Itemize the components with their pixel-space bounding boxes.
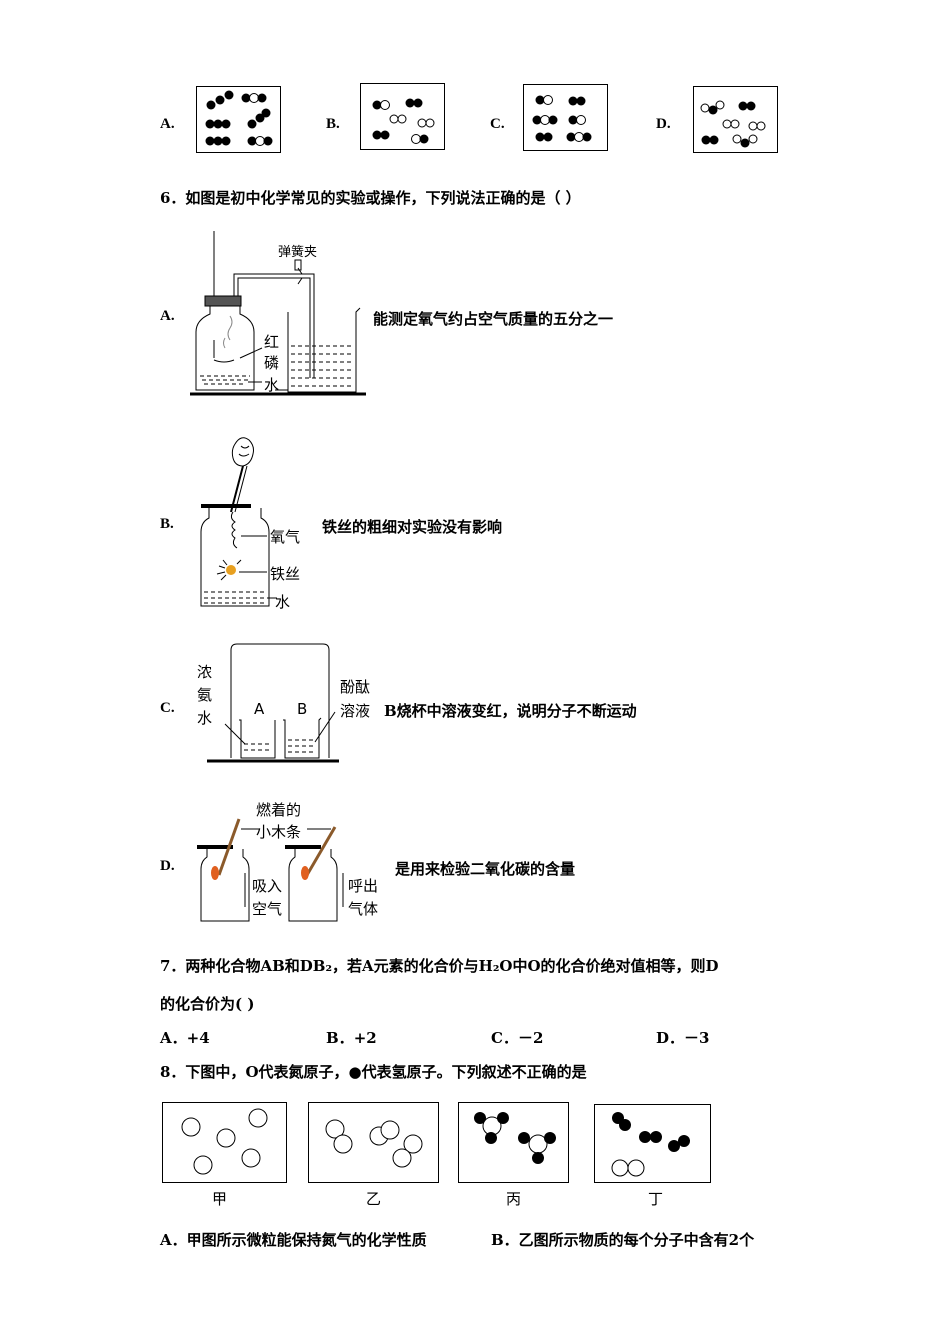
q6-c-beaker-b-label: B bbox=[297, 700, 308, 718]
q6-d-inhaled-label-1: 吸入 bbox=[252, 877, 283, 895]
q6-option-a-text: 能测定氧气约占空气质量的五分之一 bbox=[373, 310, 614, 328]
q6-d-stick-label-1: 燃着的 bbox=[256, 801, 302, 819]
q6-d-stick-label-2: 小木条 bbox=[256, 823, 302, 841]
q5-option-d-diagram bbox=[693, 86, 778, 153]
q8-panel-ding bbox=[594, 1104, 711, 1183]
q7-option-d: D．－3 bbox=[656, 1029, 710, 1047]
q5-option-b-diagram bbox=[360, 83, 445, 150]
q6-c-phenol-label-2: 溶液 bbox=[340, 702, 371, 720]
q8-stem: 8．下图中，O代表氮原子，●代表氢原子。下列叙述不正确的是 bbox=[160, 1063, 587, 1081]
q5-option-c-diagram bbox=[523, 84, 608, 151]
q8-panel-yi bbox=[308, 1102, 439, 1183]
q6-a-clamp-label: 弹簧夹 bbox=[278, 245, 318, 260]
q6-c-ammonia-label-3: 水 bbox=[197, 709, 213, 727]
q8-panel-yi-label: 乙 bbox=[366, 1190, 382, 1208]
q6-a-apparatus bbox=[190, 231, 366, 396]
q8-panel-bing-label: 丙 bbox=[506, 1190, 522, 1208]
q6-b-oxygen-label: 氧气 bbox=[270, 528, 301, 546]
q6-b-apparatus bbox=[200, 437, 277, 607]
q5-option-c-label: C. bbox=[490, 116, 505, 132]
q6-option-b-text: 铁丝的粗细对实验没有影响 bbox=[322, 518, 503, 536]
q6-c-ammonia-label-2: 氨 bbox=[197, 686, 213, 704]
q7-stem-line-2: 的化合价为( ) bbox=[160, 995, 255, 1013]
q5-option-a-label: A. bbox=[160, 116, 175, 132]
q6-option-d-text: 是用来检验二氧化碳的含量 bbox=[395, 860, 576, 878]
q6-a-phosphorus-label-1: 红 bbox=[264, 333, 280, 351]
q7-stem-line-1: 7．两种化合物AB和DB₂，若A元素的化合价与H₂O中O的化合价绝对值相等，则D bbox=[160, 957, 719, 975]
q8-option-a: A．甲图所示微粒能保持氮气的化学性质 bbox=[160, 1231, 427, 1249]
q6-option-b-label: B. bbox=[160, 516, 174, 532]
q6-a-water-label: 水 bbox=[264, 376, 280, 394]
q5-option-a-diagram bbox=[196, 86, 281, 153]
q6-option-d-label: D. bbox=[160, 858, 175, 874]
q6-b-wire-label: 铁丝 bbox=[270, 565, 301, 583]
q7-option-c: C．－2 bbox=[491, 1029, 544, 1047]
q6-d-apparatus bbox=[197, 818, 344, 922]
q7-option-a: A．+4 bbox=[160, 1029, 210, 1047]
q6-stem: 6．如图是初中化学常见的实验或操作，下列说法正确的是（ ） bbox=[160, 189, 581, 207]
q5-option-d-label: D. bbox=[656, 116, 671, 132]
q6-c-apparatus bbox=[207, 643, 339, 763]
q6-b-water-label: 水 bbox=[275, 593, 291, 611]
q6-option-a-label: A. bbox=[160, 308, 175, 324]
q6-a-phosphorus-label-2: 磷 bbox=[264, 354, 280, 372]
q6-d-exhaled-label-2: 气体 bbox=[348, 900, 379, 918]
q8-panel-ding-label: 丁 bbox=[648, 1190, 664, 1208]
q6-d-inhaled-label-2: 空气 bbox=[252, 900, 283, 918]
q8-panel-bing bbox=[458, 1102, 569, 1183]
q6-option-c-label: C. bbox=[160, 700, 175, 716]
q8-panel-jia-label: 甲 bbox=[212, 1190, 228, 1208]
q6-d-exhaled-label-1: 呼出 bbox=[348, 877, 379, 895]
q5-option-b-label: B. bbox=[326, 116, 340, 132]
q8-panel-jia bbox=[162, 1102, 287, 1183]
q6-option-c-text: B烧杯中溶液变红，说明分子不断运动 bbox=[384, 702, 637, 720]
q6-c-ammonia-label-1: 浓 bbox=[197, 663, 213, 681]
q7-option-b: B．+2 bbox=[326, 1029, 377, 1047]
q6-c-beaker-a-label: A bbox=[254, 700, 265, 718]
q8-option-b: B．乙图所示物质的每个分子中含有2个 bbox=[491, 1231, 755, 1249]
q6-c-phenol-label-1: 酚酞 bbox=[340, 678, 371, 696]
